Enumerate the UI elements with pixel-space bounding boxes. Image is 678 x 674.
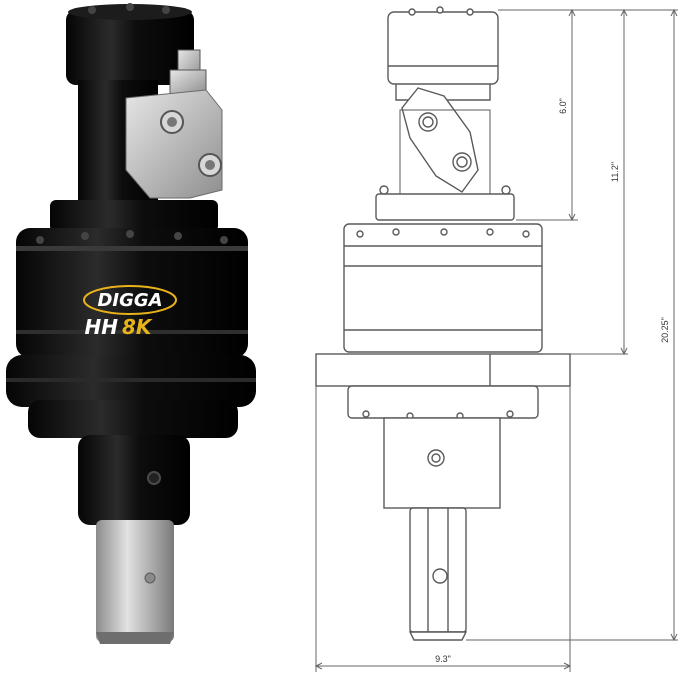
dimension-lines [314, 8, 678, 672]
technical-drawing [315, 6, 571, 641]
dim-upper-height: 11.2" [610, 162, 620, 182]
output-shaft [96, 520, 174, 644]
dim-width: 9.3" [435, 654, 451, 664]
dim-motor-height: 6.0" [558, 98, 568, 114]
drawing-motor [387, 11, 499, 85]
dimension-labels: 6.0" 11.2" 20.25" 9.3" [435, 98, 670, 664]
gearbox-housing [16, 228, 248, 358]
dim-overall-height: 20.25" [660, 317, 670, 343]
model-label: HH 8K [85, 315, 153, 339]
auger-drive-photo: DIGGA HH 8K [6, 3, 256, 644]
model-suffix-text: 8K [122, 315, 153, 339]
model-prefix-text: HH [85, 315, 119, 339]
drawing-valve-plate [401, 87, 479, 193]
drawing-gearbox [343, 223, 543, 353]
brand-logo-text: DIGGA [97, 290, 162, 311]
digga-logo: DIGGA [83, 285, 177, 315]
drawing-mount-plate [315, 353, 571, 387]
valve-block [125, 49, 223, 199]
